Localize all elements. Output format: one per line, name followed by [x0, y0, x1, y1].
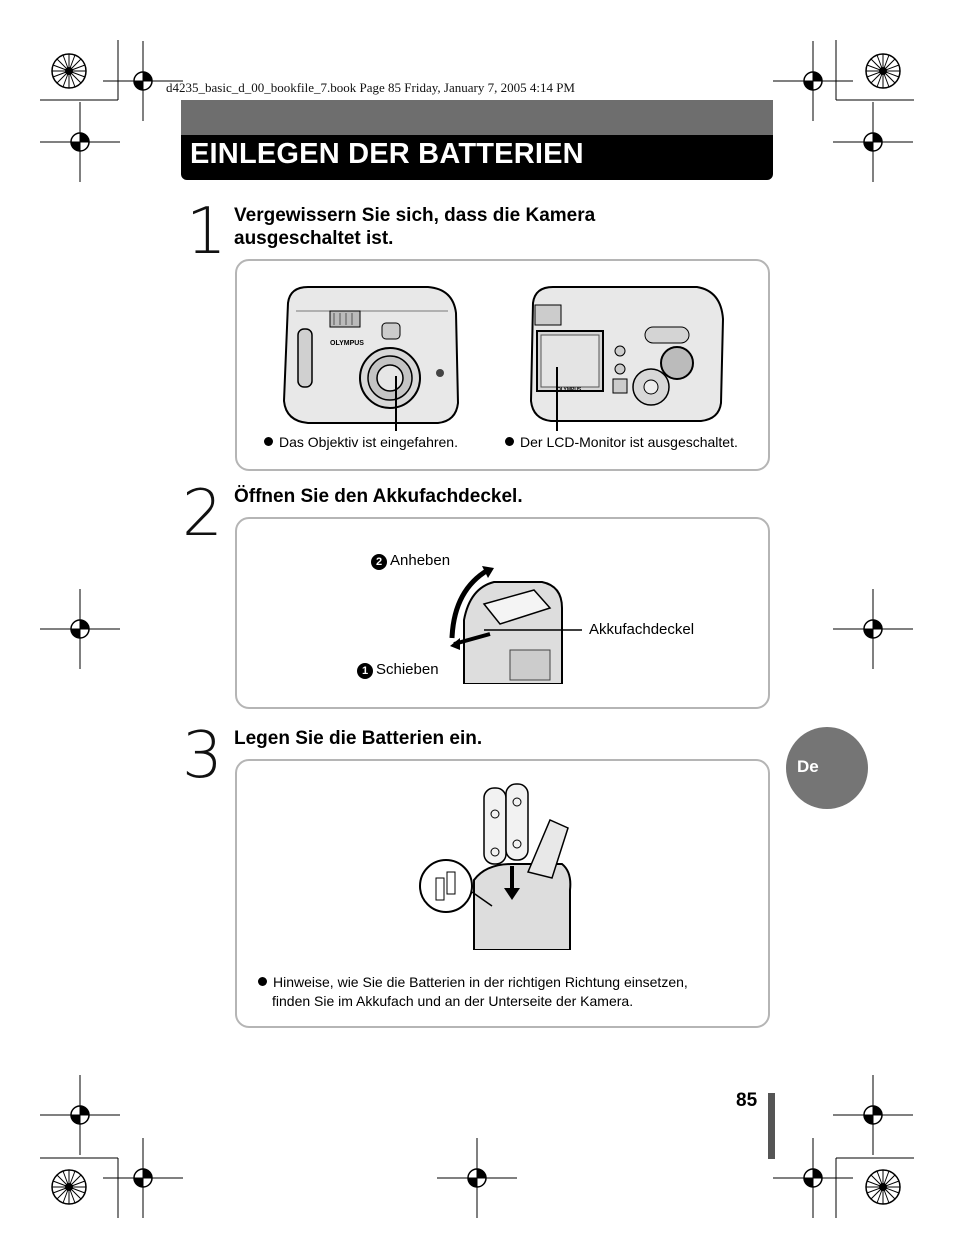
bullet-icon: [505, 437, 514, 446]
camera-back-illustration: OLYMPUS: [529, 286, 725, 431]
battery-cover-illustration: [449, 566, 582, 684]
step-3-note: Hinweise, wie Sie die Batterien in der r…: [258, 973, 688, 1011]
bullet-icon: [264, 437, 273, 446]
language-label: De: [797, 757, 819, 776]
step-1-heading-line1: Vergewissern Sie sich, dass die Kamera: [234, 205, 596, 226]
step-1-number: 1: [186, 195, 227, 269]
step-2-heading: Öffnen Sie den Akkufachdeckel.: [234, 486, 523, 507]
camera-brand-front: OLYMPUS: [330, 340, 364, 347]
lift-marker-icon: 2: [371, 554, 387, 570]
print-header-info: d4235_basic_d_00_bookfile_7.book Page 85…: [166, 80, 575, 95]
language-tab: [786, 727, 868, 809]
step-3-heading: Legen Sie die Batterien ein.: [234, 728, 483, 749]
step-1-heading-line2: ausgeschaltet ist.: [234, 228, 394, 249]
note-line-1: Hinweise, wie Sie die Batterien in der r…: [273, 974, 688, 990]
camera-brand-back: OLYMPUS: [557, 387, 582, 393]
label-lift-text: Anheben: [390, 552, 451, 569]
label-battery-cover: Akkufachdeckel: [589, 621, 695, 638]
page-number: 85: [736, 1090, 758, 1111]
caption-lens-text: Das Objektiv ist eingefahren.: [279, 434, 458, 450]
page-number-bar: [768, 1093, 775, 1159]
step-1-heading: Vergewissern Sie sich, dass die Kamera a…: [234, 204, 595, 250]
slide-marker-icon: 1: [357, 663, 373, 679]
camera-front-illustration: OLYMPUS: [282, 286, 460, 431]
bullet-icon: [258, 977, 267, 986]
step-3-number: 3: [182, 719, 223, 793]
battery-insertion-illustration: [419, 783, 572, 950]
caption-lcd-text: Der LCD-Monitor ist ausgeschaltet.: [520, 434, 738, 450]
page-title: EINLEGEN DER BATTERIEN: [190, 138, 584, 170]
title-band: [181, 135, 773, 180]
step-1-caption-lens: Das Objektiv ist eingefahren.: [264, 434, 458, 450]
step-2-number: 2: [182, 477, 223, 551]
label-slide-text: Schieben: [376, 661, 439, 678]
title-band-top: [181, 100, 773, 135]
step-1-caption-lcd: Der LCD-Monitor ist ausgeschaltet.: [505, 434, 738, 450]
note-line-2: finden Sie im Akkufach und an der Unters…: [272, 993, 634, 1009]
